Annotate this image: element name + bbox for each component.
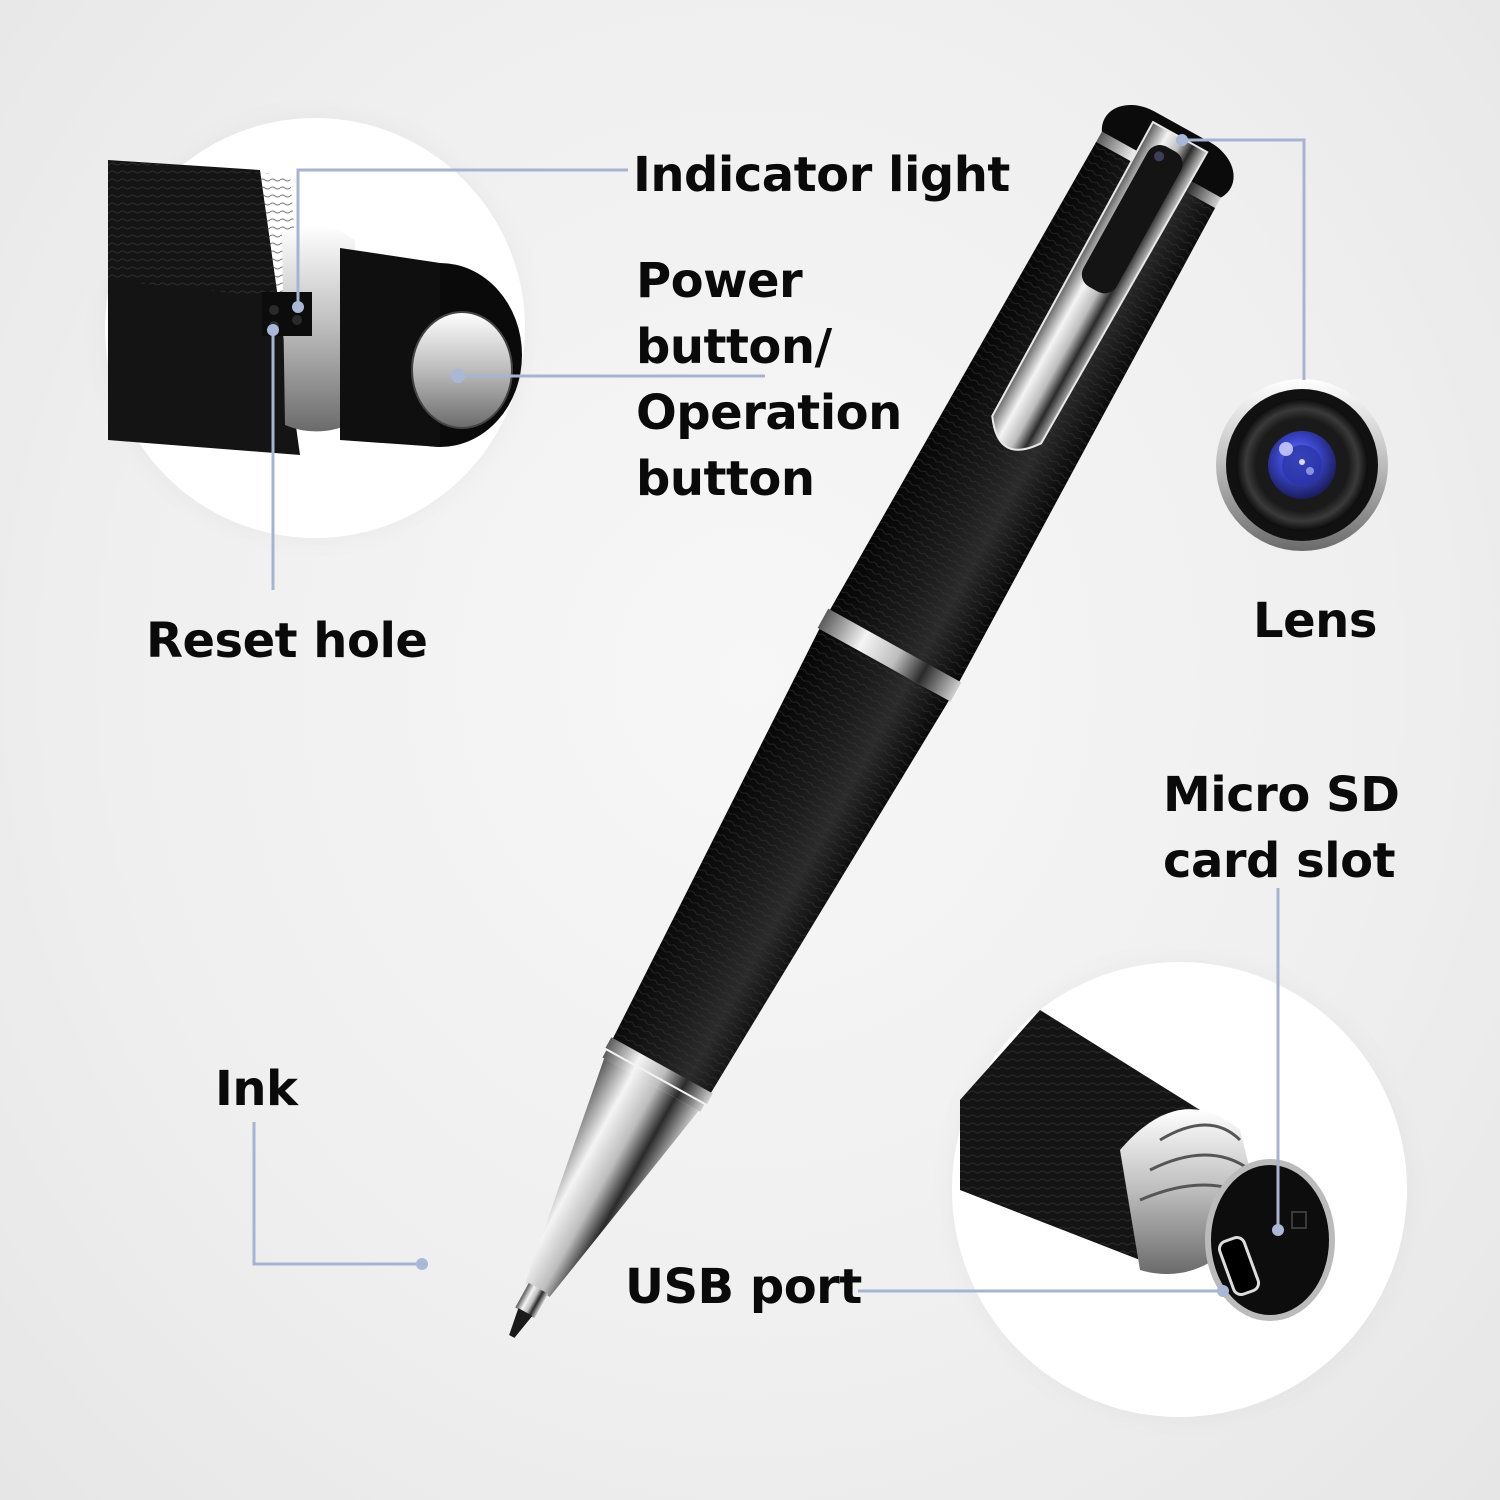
callout-lines (252, 138, 1306, 1293)
power-button-label-line: button (636, 451, 815, 507)
reset-hole-label: Reset hole (146, 613, 428, 669)
lens-closeup (1216, 379, 1388, 551)
ink-label: Ink (215, 1061, 298, 1117)
micro-sd-label-line: card slot (1163, 833, 1396, 889)
callout-dots (267, 134, 1284, 1297)
micro-sd-label: Micro SD card slot (1163, 762, 1400, 894)
top-closeup (108, 160, 522, 455)
bottom-closeup (960, 1010, 1335, 1321)
lens-label: Lens (1253, 593, 1377, 649)
power-button-label-line: button/ (636, 319, 832, 375)
power-button-label-line: Power (636, 253, 803, 309)
micro-sd-label-line: Micro SD (1163, 767, 1400, 823)
indicator-light-label: Indicator light (633, 147, 1010, 203)
power-button-label-line: Operation (636, 385, 902, 441)
power-button-label: Power button/ Operation button (636, 248, 902, 512)
usb-port-label: USB port (625, 1259, 862, 1315)
